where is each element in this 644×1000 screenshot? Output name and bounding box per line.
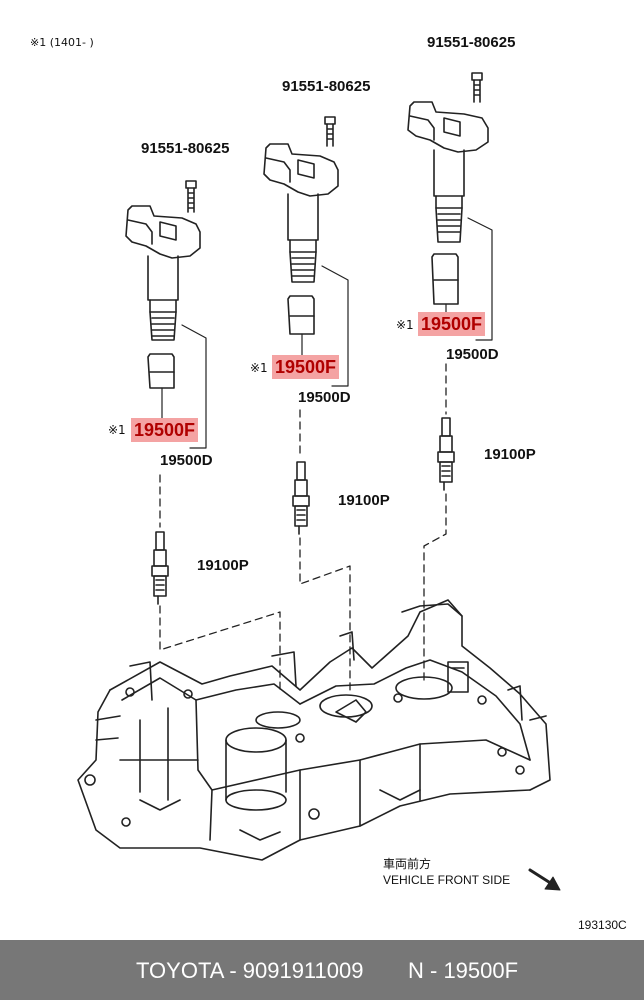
mark-right: ※1 [396,318,414,332]
bolt-label-middle: 91551-80625 [282,78,371,95]
mark-left: ※1 [108,423,126,437]
boot-label-middle-highlighted[interactable]: 19500F [272,355,340,379]
bolt-label-right: 91551-80625 [427,34,516,51]
footer-ref-number: N - 19500F [408,958,519,983]
left-bolt [185,180,197,213]
middle-boot [287,295,315,335]
middle-leaders [301,265,349,387]
left-boot [147,353,175,389]
mark-middle: ※1 [250,361,268,375]
footer-brand-part-number: TOYOTA - 9091911009 [136,958,364,983]
right-spark-plug [437,417,455,491]
boot-label-left-highlighted[interactable]: 19500F [131,418,199,442]
boot-label-right-highlighted[interactable]: 19500F [418,312,486,336]
middle-spark-plug [292,461,310,535]
right-boot [431,253,459,305]
plug-label-middle: 19100P [338,492,390,509]
coil-label-middle: 19500D [298,389,351,406]
middle-ignition-coil [263,143,339,283]
footer-bar: TOYOTA - 9091911009 N - 19500F [0,940,644,1000]
plug-label-right: 19100P [484,446,536,463]
coil-label-left: 19500D [160,452,213,469]
right-bolt [471,72,483,103]
figure-code: 193130C [578,918,627,932]
left-spark-plug [151,531,169,605]
left-leaders [161,324,207,449]
parts-diagram: ※1 (1401- ) 91551-80625 91551-80625 9155… [30,34,627,932]
plug-label-left: 19100P [197,557,249,574]
applicability-note: ※1 (1401- ) [30,36,94,49]
middle-bolt [324,116,336,147]
front-label-jp: 車両前方 [383,857,432,871]
right-ignition-coil [407,101,489,243]
coil-label-right: 19500D [446,346,499,363]
left-ignition-coil [125,205,201,341]
front-arrow [528,868,561,891]
diagram-drawing [77,72,561,891]
bolt-label-left: 91551-80625 [141,140,230,157]
cylinder-head [77,599,551,861]
front-label-en: VEHICLE FRONT SIDE [383,873,511,887]
